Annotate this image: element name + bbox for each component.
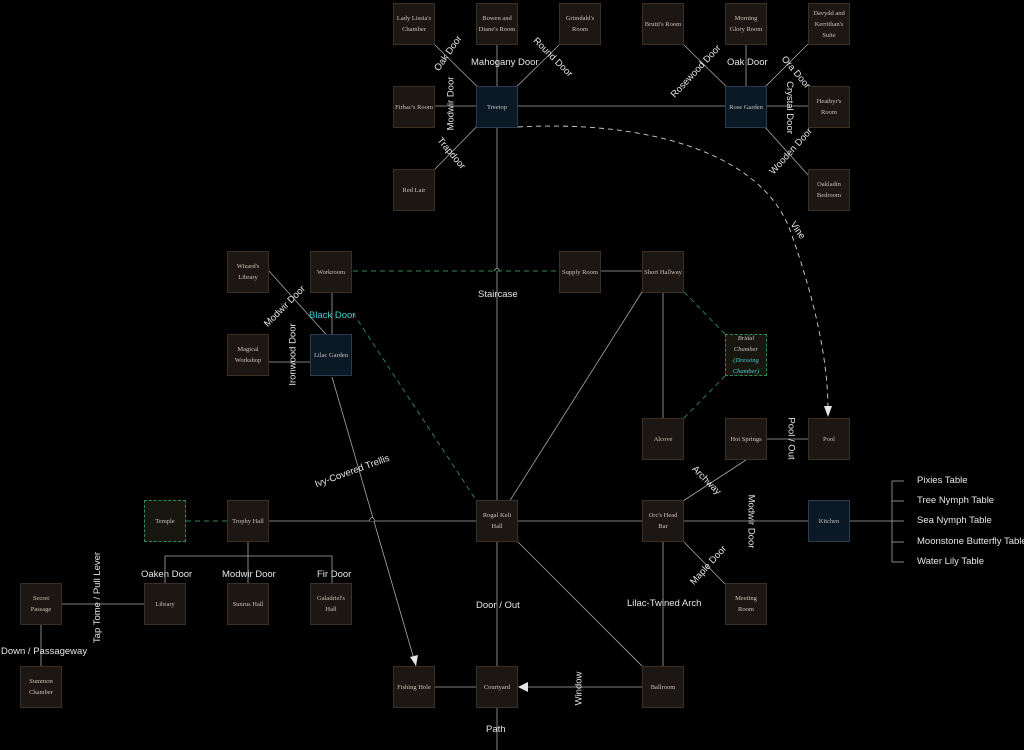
- room-library[interactable]: Library: [144, 583, 186, 625]
- room-galadriels-hall[interactable]: Galadriel's Hall: [310, 583, 352, 625]
- room-sunrus-hall[interactable]: Sunrus Hall: [227, 583, 269, 625]
- arrow-window: [518, 682, 528, 692]
- room-heathyrs-room[interactable]: Heathyr's Room: [808, 86, 850, 128]
- label-ironwood-door: Ironwood Door: [287, 323, 299, 386]
- label-oak-door-rose: Oak Door: [727, 57, 768, 68]
- label-modwir-door-bar: Modwir Door: [745, 494, 757, 549]
- vine-path: [517, 125, 829, 411]
- room-ballroom[interactable]: Ballroom: [642, 666, 684, 708]
- arrow-vine: [824, 406, 832, 417]
- arrow-trellis: [410, 655, 418, 666]
- dashed-connections: [186, 270, 726, 522]
- room-lilac-garden[interactable]: Lilac Garden: [310, 334, 352, 376]
- room-oakladin-bedroom[interactable]: Oakladin Bedroom: [808, 169, 850, 211]
- table-pixies: Pixies Table: [917, 475, 968, 486]
- room-meeting-room[interactable]: Meeting Room: [725, 583, 767, 625]
- connection-lines: [40, 43, 904, 750]
- room-treetop[interactable]: Treetop: [476, 86, 518, 128]
- label-path: Path: [486, 724, 506, 735]
- room-pool[interactable]: Pool: [808, 418, 850, 460]
- room-courtyard[interactable]: Courtyard: [476, 666, 518, 708]
- label-tap-tome: Tap Tome / Pull Lever: [92, 551, 104, 644]
- room-orcs-head-bar[interactable]: Orc's Head Bar: [642, 500, 684, 542]
- label-fir-door: Fir Door: [317, 569, 352, 580]
- label-oaken-door: Oaken Door: [141, 569, 193, 580]
- label-door-out: Door / Out: [476, 600, 520, 611]
- label-window: Window: [573, 671, 585, 706]
- label-mahogany-door: Mahogany Door: [471, 57, 539, 68]
- room-lady-lissias-chamber[interactable]: Lady Lissia's Chamber: [393, 3, 435, 45]
- room-secret-passage[interactable]: Secret Passage: [20, 583, 62, 625]
- table-sea-nymph: Sea Nymph Table: [917, 515, 992, 526]
- label-black-door: Black Door: [309, 310, 356, 321]
- room-fishing-hole[interactable]: Fishing Hole: [393, 666, 435, 708]
- table-moonstone-butterfly: Moonstone Butterfly Table: [917, 536, 1024, 547]
- label-modwir-door-low: Modwir Door: [222, 569, 276, 580]
- room-firbacs-room[interactable]: Firbac's Room: [393, 86, 435, 128]
- label-crystal-door: Crystal Door: [783, 81, 795, 134]
- room-summon-chamber[interactable]: Summon Chamber: [20, 666, 62, 708]
- table-water-lily: Water Lily Table: [917, 556, 985, 567]
- room-magical-workshop[interactable]: Magical Workshop: [227, 334, 269, 376]
- label-pool-out: Pool / Out: [785, 417, 797, 460]
- label-staircase: Staircase: [478, 289, 518, 300]
- room-rose-garden[interactable]: Rose Garden: [725, 86, 767, 128]
- room-supply-room[interactable]: Supply Room: [559, 251, 601, 293]
- room-bridal-chamber[interactable]: Bridal Chamber (Dressing Chamber): [725, 334, 767, 376]
- label-lilac-arch: Lilac-Twined Arch: [627, 598, 702, 609]
- room-short-hallway[interactable]: Short Hallway: [642, 251, 684, 293]
- room-workroom[interactable]: Workroom: [310, 251, 352, 293]
- room-kitchen[interactable]: Kitchen: [808, 500, 850, 542]
- room-trophy-hall[interactable]: Trophy Hall: [227, 500, 269, 542]
- bridal-chamber-subtitle: (Dressing Chamber): [732, 357, 760, 375]
- room-grimdahls-room[interactable]: Grimdahl's Room: [559, 3, 601, 45]
- room-morning-glory-room[interactable]: Morning Glory Room: [725, 3, 767, 45]
- room-hot-springs[interactable]: Hot Springs: [725, 418, 767, 460]
- room-bruttis-room[interactable]: Brutti's Room: [642, 3, 684, 45]
- room-wizards-library[interactable]: Wizard's Library: [227, 251, 269, 293]
- room-red-lair[interactable]: Red Lair: [393, 169, 435, 211]
- room-rogal-keli-hall[interactable]: Rogal Keli Hall: [476, 500, 518, 542]
- table-tree-nymph: Tree Nymph Table: [917, 495, 995, 506]
- room-alcove[interactable]: Alcove: [642, 418, 684, 460]
- room-davydd-suite[interactable]: Davydd and Kerrithan's Suite: [808, 3, 850, 45]
- label-modwir-door-top: Modwir Door: [445, 76, 457, 131]
- label-down-passageway: Down / Passageway: [1, 646, 88, 657]
- room-temple[interactable]: Temple: [144, 500, 186, 542]
- room-bowen-dianes-room[interactable]: Bowen and Diane's Room: [476, 3, 518, 45]
